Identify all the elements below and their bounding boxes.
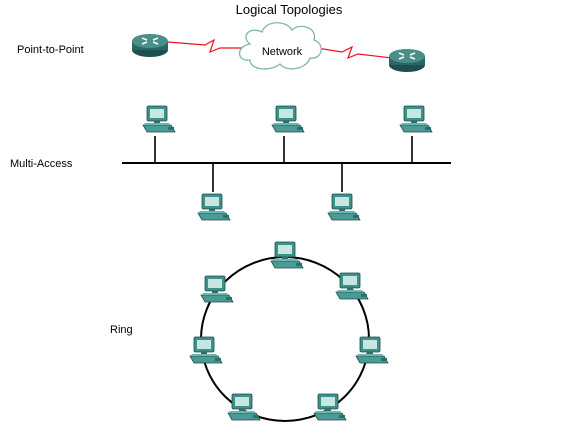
workstation-icon (327, 193, 361, 221)
network-cloud-label: Network (262, 46, 303, 58)
wan-link-left (167, 38, 242, 54)
cloud-icon (238, 22, 322, 70)
workstation-icon (335, 272, 369, 300)
workstation-icon (399, 105, 433, 133)
multi-access-label: Multi-Access (10, 158, 73, 170)
workstation-icon (227, 393, 261, 421)
router-icon (131, 33, 169, 58)
wan-link-right (316, 45, 393, 60)
workstation-icon (142, 105, 176, 133)
diagram-title: Logical Topologies (235, 2, 343, 17)
workstation-icon (355, 336, 389, 364)
router-icon (388, 48, 426, 73)
workstation-icon (270, 241, 304, 269)
workstation-icon (197, 193, 231, 221)
ring-label: Ring (110, 324, 133, 336)
point-to-point-label: Point-to-Point (17, 44, 84, 56)
workstation-icon (313, 393, 347, 421)
workstation-icon (271, 105, 305, 133)
workstation-icon (189, 336, 223, 364)
